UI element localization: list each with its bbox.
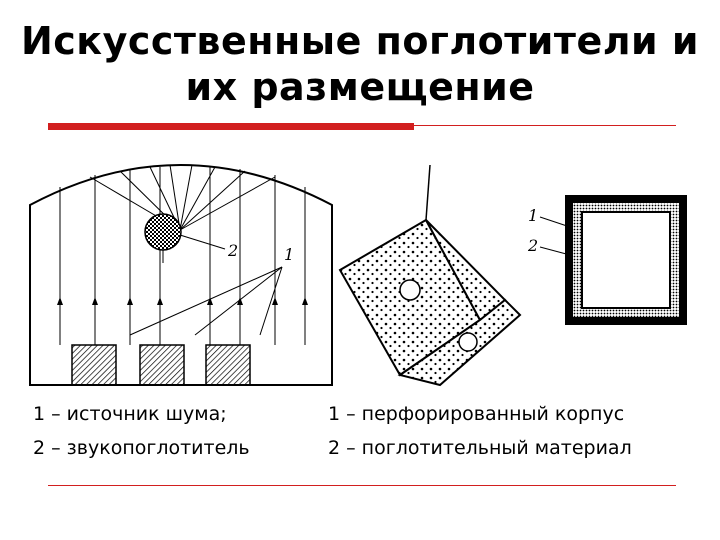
caption-left-2: 2 – звукопоглотитель [33,437,250,459]
slide-title: Искусственные поглотители и их размещени… [0,18,720,110]
panel-cross-section: 1 2 [527,195,687,325]
label-material: 2 [527,236,538,255]
absorber-block [139,344,185,386]
room-absorbers-diagram: 2 1 [29,164,333,386]
label-casing: 1 [528,206,538,225]
caption-right-2: 2 – поглотительный материал [328,437,632,459]
title-line-2: их размещение [185,65,535,109]
absorber-block [205,344,251,386]
caption-right-1: 1 – перфорированный корпус [328,403,625,425]
perforation-hole [458,332,478,352]
hanging-cube-absorber [338,164,522,387]
sound-rays [59,164,306,345]
bottom-divider [48,485,676,486]
room-outline [29,164,333,386]
noise-source [144,213,182,251]
label-source: 2 [227,241,238,260]
title-line-1: Искусственные поглотители и [20,19,700,63]
title-accent-bar [48,123,414,130]
label-absorber: 1 [284,245,294,264]
title-underline [414,125,676,126]
caption-left-1: 1 – источник шума; [33,403,227,425]
absorber-block [71,344,117,386]
perforation-hole [399,279,421,301]
inner-cavity [581,211,671,309]
